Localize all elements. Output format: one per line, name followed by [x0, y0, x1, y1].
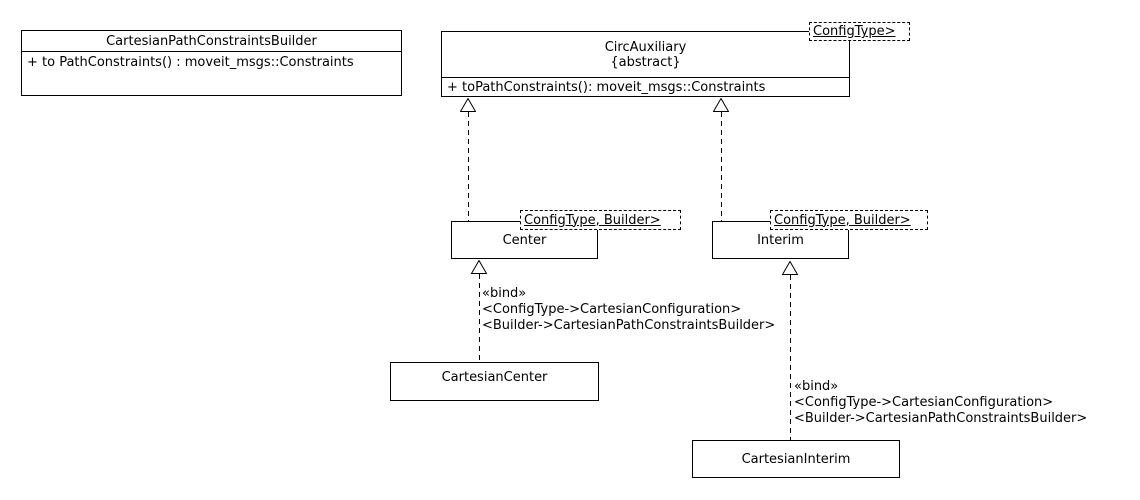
class-box-interim: Interim — [712, 221, 849, 259]
class-title: CartesianPathConstraintsBuilder — [22, 31, 401, 52]
bind-configtype-substitution: <ConfigType->CartesianConfiguration> — [482, 302, 742, 317]
class-title: CartesianCenter — [441, 370, 548, 385]
bind-annotation-interim: «bind» <ConfigType->CartesianConfigurati… — [794, 379, 1087, 427]
class-method: + to PathConstraints() : moveit_msgs::Co… — [27, 55, 354, 70]
hollow-triangle-arrowhead-icon — [460, 98, 476, 112]
bind-line-cartesianinterim-interim — [790, 275, 791, 440]
generalization-line-center-circauxiliary — [468, 112, 469, 221]
bind-builder-substitution: <Builder->CartesianPathConstraintsBuilde… — [482, 318, 776, 333]
class-title: Interim — [757, 232, 804, 248]
template-params-box-interim: ConfigType, Builder> — [770, 210, 928, 230]
template-params-text: ConfigType> — [813, 24, 896, 39]
class-box-circ-auxiliary: CircAuxiliary {abstract} + toPathConstra… — [441, 31, 850, 97]
class-method: + toPathConstraints(): moveit_msgs::Cons… — [447, 80, 766, 95]
bind-builder-substitution: <Builder->CartesianPathConstraintsBuilde… — [794, 411, 1088, 426]
bind-configtype-substitution: <ConfigType->CartesianConfiguration> — [794, 395, 1054, 410]
class-title: CircAuxiliary — [604, 39, 687, 55]
hollow-triangle-arrowhead-icon — [782, 261, 798, 275]
class-box-cartesian-path-constraints-builder: CartesianPathConstraintsBuilder + to Pat… — [21, 30, 402, 96]
template-params-box-center: ConfigType, Builder> — [520, 210, 681, 230]
bind-stereotype: «bind» — [482, 286, 527, 301]
bind-stereotype: «bind» — [794, 379, 839, 394]
class-title: Center — [502, 232, 547, 248]
template-params-text: ConfigType, Builder> — [524, 212, 661, 228]
bind-annotation-center: «bind» <ConfigType->CartesianConfigurati… — [482, 286, 775, 334]
generalization-line-interim-circauxiliary — [721, 112, 722, 221]
class-stereotype: {abstract} — [610, 54, 681, 70]
class-box-cartesian-center: CartesianCenter — [390, 362, 599, 401]
hollow-triangle-arrowhead-icon — [471, 260, 487, 274]
class-box-cartesian-interim: CartesianInterim — [692, 440, 900, 478]
hollow-triangle-arrowhead-icon — [713, 98, 729, 112]
bind-line-cartesiancenter-center — [479, 274, 480, 362]
class-title: CartesianInterim — [741, 451, 851, 467]
template-params-text: ConfigType, Builder> — [774, 212, 911, 228]
template-params-box-circ-auxiliary: ConfigType> — [809, 22, 910, 41]
